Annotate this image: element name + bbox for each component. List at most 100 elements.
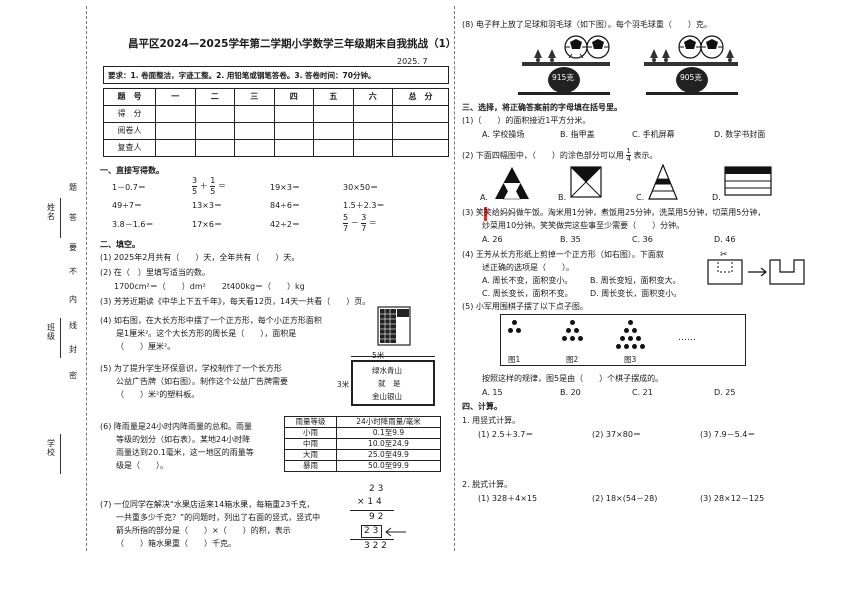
option-text: B. 35 [560,235,581,244]
question-text: (7) 一位同学在解决“水果店运来14箱水果，每箱重23千克， [100,500,315,509]
figure-label: 图3 [624,355,637,364]
score-cell[interactable] [155,139,196,157]
sign-line: 金山银山 [372,392,402,401]
question-text: 箭头所指的部分是（ ）×（ ）的积，表示 [116,526,291,535]
scissors-icon: ✂ [720,250,728,260]
question-text: (3) 笑笑给妈妈做午饭。淘米用1分钟，煮饭用25分钟，洗菜用5分钟，切菜用5分… [462,208,766,217]
option-text: D. 46 [714,235,736,244]
score-cell[interactable] [194,122,235,140]
vertical-partial: 2 3 [364,526,379,536]
question-text: (4) 王芳从长方形纸上剪掉一个正方形（如右图）。下面叙 [462,250,664,259]
go-stone-dot [569,336,575,341]
subsection-title: 1. 用竖式计算。 [462,416,521,425]
question-text: （ ）箱水果重（ ）千克。 [116,539,236,548]
fraction-numerator: 3 [192,176,198,187]
score-cell[interactable] [392,122,449,140]
go-stone-dot [569,320,575,325]
column-separator [454,6,455,551]
score-cell[interactable] [313,122,354,140]
class-label: 班级 [47,323,55,341]
arrow-left-icon [385,527,406,537]
question-text: （ ）厘米²。 [116,342,176,351]
option-text: A. 周长不变，面积变小。 [482,276,573,285]
score-cell[interactable] [352,122,393,140]
score-cell[interactable] [273,139,314,157]
question-text: 等级的划分（如右表）。某地24小时降 [116,435,251,444]
score-cell[interactable] [313,139,354,157]
score-header-cell: 总 分 [392,88,449,106]
go-stone-dot [627,320,633,325]
rain-range: 25.0至49.9 [336,449,441,461]
section-3-title: 三、选择，将正确答案前的字母填在括号里。 [462,103,622,112]
option-label: A. [480,193,488,202]
go-stone-dot [639,344,645,349]
seal-char: 线 [69,321,77,330]
go-stone-dot [627,336,633,341]
score-header-cell: 六 [352,88,393,106]
scale-figure-1 [518,35,610,95]
section-2-title: 二、填空。 [100,240,140,249]
fraction-denominator: 7 [361,224,367,233]
question-text: 是1厘米²。这个大长方形的周长是（ ），面积是 [116,329,297,338]
go-stone-dot [615,344,621,349]
score-cell[interactable] [313,105,354,123]
go-stone-dot [565,328,571,333]
vertical-result: 3 2 2 [364,541,387,551]
calc-item: (1) 2.5＋3.7＝ [478,430,534,439]
option-text: B. 周长变短，面积变大。 [590,276,681,285]
fraction-denominator: 5 [210,187,216,196]
scale-reading-2: 905克 [680,73,702,82]
fraction-denominator: 7 [343,224,349,233]
rain-level: 大雨 [284,449,337,461]
go-stone-dot [635,336,641,341]
go-stone-dot [631,344,637,349]
question-text-part: (2) 下面四幅图中，（ ）的涂色部分可以用 [462,151,624,160]
question-text: (1)（ ）的面积接近1平方分米。 [462,116,591,125]
score-cell[interactable] [352,139,393,157]
calc-item: 1.5＋2.3＝ [343,201,385,210]
score-table-header: 题 号 一 二 三 四 五 六 总 分 [103,88,449,106]
score-row-label: 阅卷人 [103,122,156,140]
option-text: B. 20 [560,388,581,397]
score-cell[interactable] [392,105,449,123]
square-option-figure [570,166,602,198]
calc-item: (2) 18×(54－28) [592,494,658,503]
score-cell[interactable] [155,105,196,123]
go-stone-dot [511,320,517,325]
question-text: (6) 降雨量是24小时内降雨量的总和。雨量 [100,422,253,431]
score-row-label: 得 分 [103,105,156,123]
calc-item: 30×50＝ [343,183,379,192]
score-cell[interactable] [273,105,314,123]
score-header-cell: 三 [234,88,275,106]
go-stone-dot [573,328,579,333]
score-cell[interactable] [155,122,196,140]
score-cell[interactable] [234,105,275,123]
triangle-option-figure [495,167,529,200]
rain-header: 24小时降雨量/毫米 [336,416,441,428]
table-row: 阅卷人 [103,122,449,140]
score-cell[interactable] [392,139,449,157]
school-line [60,434,61,474]
option-label: D. [712,193,721,202]
go-stone-dot [515,328,521,333]
score-cell[interactable] [234,139,275,157]
score-cell[interactable] [352,105,393,123]
sign-height-label: 3米 [337,380,350,389]
vertical-partial: 9 2 [369,512,384,522]
question-text: 级是（ ）。 [116,461,168,470]
score-cell[interactable] [194,105,235,123]
score-header-cell: 一 [155,88,196,106]
go-stone-dot [507,328,513,333]
score-cell[interactable] [273,122,314,140]
score-header-cell: 四 [273,88,314,106]
cone-option-figure [648,164,678,200]
score-cell[interactable] [194,139,235,157]
score-cell[interactable] [234,122,275,140]
calc-item: (3) 28×12－125 [700,494,765,503]
